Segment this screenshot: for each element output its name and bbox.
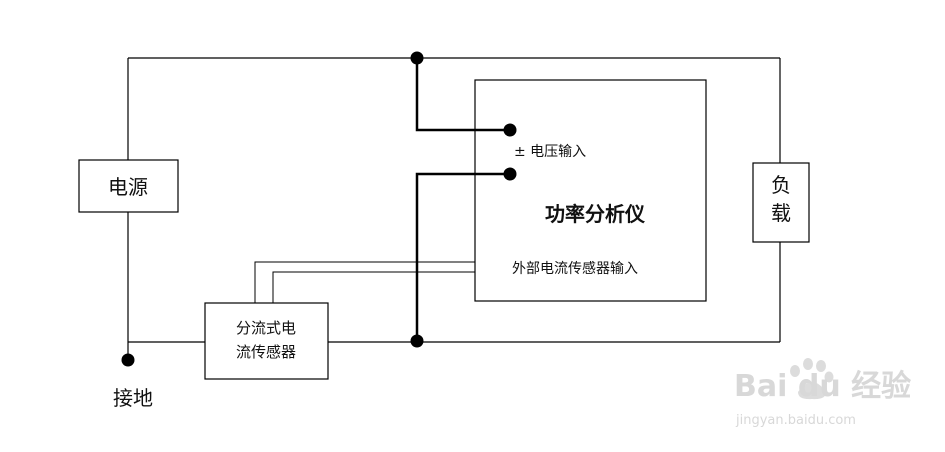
load-box: [752, 162, 810, 243]
watermark-logo: Bai du 经验: [734, 369, 911, 404]
junction-bottom: [410, 334, 424, 348]
power-source-box: [78, 159, 179, 213]
analyzer-title: 功率分析仪: [545, 202, 646, 226]
sensor-signal-wires: [254, 261, 475, 303]
shunt-sensor-box: [204, 302, 329, 380]
outer-wires: [127, 57, 781, 360]
external-sensor-input-label: 外部电流传感器输入: [512, 260, 638, 277]
voltage-input-label: ± 电压输入: [514, 144, 586, 160]
sensor-wire-inner: [272, 271, 475, 303]
junction-top: [410, 51, 424, 65]
voltage-wires: [415, 58, 510, 342]
shunt-label-line1: 分流式电: [236, 319, 296, 337]
ground-terminal: [121, 353, 135, 367]
voltage-terminal-plus: [503, 123, 517, 137]
paw-icon: [790, 358, 834, 400]
shunt-label-line2: 流传感器: [236, 343, 296, 361]
voltage-wire-upper: [415, 58, 510, 132]
sensor-wire-outer: [254, 261, 475, 303]
load-label-line2: 载: [771, 201, 791, 225]
baidu-watermark: Bai du 经验 jingyan.baidu.com: [734, 358, 911, 428]
load-label-line1: 负: [771, 173, 791, 197]
power-source-label: 电源: [108, 175, 148, 199]
voltage-terminal-minus: [503, 167, 517, 181]
junctions: [121, 51, 517, 367]
ground-label: 接地: [113, 386, 153, 410]
power-analyzer-box: [474, 79, 707, 302]
voltage-wire-lower: [415, 172, 510, 342]
watermark-url: jingyan.baidu.com: [735, 413, 856, 428]
